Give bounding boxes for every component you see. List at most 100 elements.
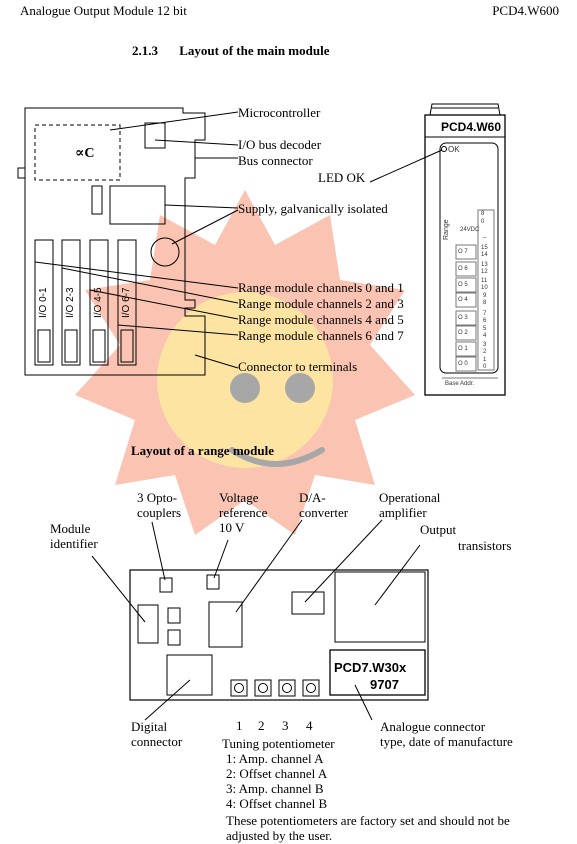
- microcontroller-chip-label: ∝C: [75, 146, 95, 161]
- label-range-6-7: Range module channels 6 and 7: [238, 328, 404, 343]
- label-range-2-3: Range module channels 2 and 3: [238, 296, 404, 311]
- op-amp-chip: [291, 591, 325, 615]
- section-title: Layout of the main module: [179, 43, 330, 58]
- channel-box: [455, 310, 477, 326]
- leader-range-6-7: [117, 324, 239, 336]
- led-ok-indicator: [441, 146, 447, 152]
- tuning-item-3: 3: Amp. channel B: [226, 781, 324, 796]
- identifier-chip: [137, 604, 159, 644]
- leader-supply-1: [164, 204, 239, 209]
- channel-o6: O 6: [458, 266, 468, 272]
- label-optocouplers: 3 Opto- couplers: [137, 490, 182, 520]
- terminal-number: 24VDC: [460, 227, 480, 233]
- slot-2-3: [61, 239, 81, 366]
- slot-inner: [64, 329, 78, 363]
- watermark-eye-left: [230, 373, 260, 403]
- terminal-number: 4: [483, 333, 487, 339]
- channel-box: [455, 325, 477, 341]
- leader-io-bus-decoder: [154, 139, 239, 146]
- section-number: 2.1.3: [132, 43, 158, 58]
- type-label-line-1: PCD7.W30x: [334, 660, 407, 675]
- label-digital-connector: Digital connector: [131, 719, 183, 749]
- channel-o1: O 1: [458, 346, 468, 352]
- microcontroller-chip: [34, 124, 121, 181]
- label-voltage-reference: Voltage reference 10 V: [219, 490, 268, 535]
- potentiometer-3-knob: [282, 683, 292, 693]
- channel-o4: O 4: [458, 297, 468, 303]
- leader-supply-2: [171, 209, 239, 245]
- channel-o0: O 0: [458, 361, 468, 367]
- channel-box: [455, 261, 477, 277]
- slot-inner: [37, 329, 51, 363]
- terminal-number: 11: [481, 278, 488, 284]
- channel-box: [455, 244, 477, 260]
- front-panel-footer: Base Addr.: [445, 381, 475, 387]
- type-label-box: [329, 649, 426, 696]
- label-op-amp: Operational amplifier: [379, 490, 441, 520]
- main-board-outline: [24, 107, 206, 376]
- leader-voltage-reference: [213, 539, 229, 579]
- leader-op-amp: [304, 519, 383, 603]
- label-range-4-5: Range module channels 4 and 5: [238, 312, 404, 327]
- terminal-number: 3: [483, 342, 487, 348]
- potentiometer-1: [230, 679, 248, 697]
- terminal-number: 5: [483, 326, 487, 332]
- optocoupler-chip-2: [167, 607, 181, 624]
- leader-led-ok: [369, 149, 443, 183]
- range-board-outline: [129, 569, 429, 701]
- leader-module-identifier: [91, 555, 146, 623]
- leader-digital-connector: [144, 679, 191, 721]
- leader-output-transistors: [374, 544, 421, 606]
- header-left: Analogue Output Module 12 bit: [20, 3, 187, 18]
- optocoupler-chip: [159, 577, 173, 593]
- terminal-number: 0: [483, 364, 487, 370]
- potentiometer-2-knob: [258, 683, 268, 693]
- main-board-tab: [17, 167, 25, 179]
- pot-number-2: 2: [258, 718, 265, 733]
- label-output: Output: [420, 522, 457, 537]
- terminal-number: 8: [483, 300, 487, 306]
- dac-chip: [208, 601, 243, 648]
- terminal-number: –: [483, 235, 487, 241]
- channel-box: [455, 277, 477, 293]
- header-right: PCD4.W600: [492, 3, 559, 18]
- terminal-number: 7: [483, 311, 487, 317]
- potentiometer-4-knob: [306, 683, 316, 693]
- channel-box: [455, 356, 477, 372]
- label-range-0-1: Range module channels 0 and 1: [238, 280, 404, 295]
- leader-dac: [235, 519, 303, 613]
- label-analogue-connector: Analogue connector type, date of manufac…: [380, 719, 513, 749]
- label-transistors: transistors: [458, 538, 512, 553]
- leader-analogue-connector: [354, 684, 373, 721]
- pot-number-1: 1: [236, 718, 243, 733]
- tuning-title: Tuning potentiometer: [222, 736, 335, 751]
- terminal-number: 9: [483, 293, 487, 299]
- tuning-item-1: 1: Amp. channel A: [226, 751, 324, 766]
- potentiometer-1-knob: [234, 683, 244, 693]
- channel-o3: O 3: [458, 315, 468, 321]
- watermark-eye-right: [285, 373, 315, 403]
- section-heading: 2.1.3 Layout of the main module: [132, 43, 329, 59]
- label-led-ok: LED OK: [318, 170, 366, 185]
- type-label-line-2: 9707: [370, 677, 399, 692]
- tuning-item-2: 2: Offset channel A: [226, 766, 328, 781]
- terminal-number: 12: [481, 269, 488, 275]
- channel-box: [455, 341, 477, 357]
- slot-0-1: [34, 239, 54, 366]
- output-transistor-area: [334, 571, 426, 643]
- small-component: [91, 185, 103, 215]
- front-panel-ok: OK: [448, 145, 460, 154]
- channel-o2: O 2: [458, 330, 468, 336]
- terminal-number: 6: [483, 318, 487, 324]
- leader-microcontroller: [109, 111, 239, 131]
- range-module-title: Layout of a range module: [131, 443, 274, 458]
- pot-number-4: 4: [306, 718, 313, 733]
- supply-capacitor: [150, 237, 180, 267]
- front-panel-title: PCD4.W60: [441, 120, 502, 134]
- label-bus-connector: Bus connector: [238, 153, 313, 168]
- slot-6-7: [117, 239, 137, 366]
